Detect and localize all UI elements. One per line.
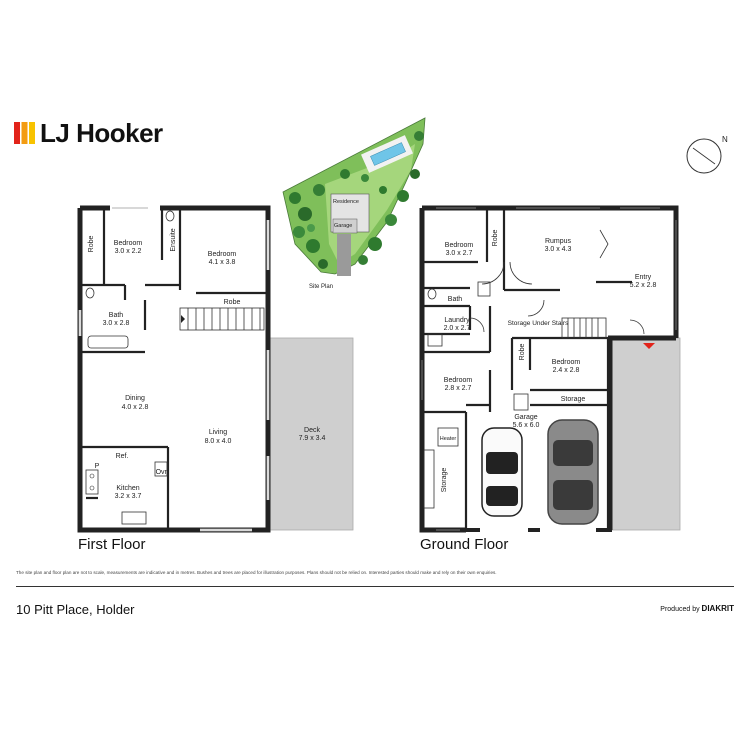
- compass-north-label: N: [722, 135, 728, 144]
- gf-rumpus-size: 3.0 x 4.3: [545, 246, 572, 253]
- produced-by-prefix: Produced by: [660, 606, 700, 613]
- gf-bath-label: Bath: [448, 296, 463, 303]
- brand-name: LJ Hooker: [40, 118, 163, 148]
- site-plan-caption: Site Plan: [309, 284, 333, 290]
- gf-storage-1-label: Storage: [561, 396, 586, 403]
- ff-robe-1-label: Robe: [88, 236, 95, 253]
- ground-floor-title: Ground Floor: [420, 536, 509, 553]
- disclaimer-text: The site plan and floor plan are not to …: [16, 570, 497, 575]
- gf-garage-size: 5.6 x 6.0: [513, 422, 540, 429]
- site-plan-garage-label: Garage: [334, 223, 352, 229]
- ff-bath-label: Bath: [109, 312, 124, 319]
- footer-divider: [16, 586, 734, 587]
- gf-robe-1-label: Robe: [492, 230, 499, 247]
- ff-oven-label: Ovn: [156, 469, 169, 476]
- gf-bedroom-1-label: Bedroom: [445, 242, 474, 249]
- gf-bedroom-3-size: 2.8 x 2.7: [445, 385, 472, 392]
- ff-deck-size: 7.9 x 3.4: [299, 435, 326, 442]
- garage-car-large-icon: [547, 419, 599, 525]
- ff-pantry-label: P: [95, 463, 100, 470]
- gf-bedroom-2-size: 2.4 x 2.8: [553, 367, 580, 374]
- gf-entry-size: 5.2 x 2.8: [630, 282, 657, 289]
- site-plan: Residence Garage Site Plan: [282, 117, 426, 290]
- property-address: 10 Pitt Place, Holder: [16, 602, 135, 617]
- ff-living-label: Living: [209, 429, 227, 436]
- gf-storage-under-stairs-label: Storage Under Stairs: [508, 320, 569, 327]
- first-floor-title: First Floor: [78, 536, 146, 553]
- ff-bedroom-2-label: Bedroom: [208, 251, 237, 258]
- gf-robe-2-label: Robe: [519, 344, 526, 361]
- gf-rumpus-label: Rumpus: [545, 238, 572, 245]
- gf-storage-2-label: Storage: [441, 468, 448, 493]
- ff-robe-2-label: Robe: [224, 299, 241, 306]
- ff-bedroom-1-label: Bedroom: [114, 240, 143, 247]
- ff-kitchen-size: 3.2 x 3.7: [115, 493, 142, 500]
- entry-marker-icon: [643, 343, 655, 349]
- gf-bedroom-3-label: Bedroom: [444, 377, 473, 384]
- lj-hooker-logo-icon: [14, 122, 35, 144]
- garage-car-small-icon: [481, 427, 523, 517]
- produced-by-company: DIAKRIT: [701, 604, 734, 613]
- gf-garage-label: Garage: [514, 414, 537, 421]
- gf-laundry-size: 2.0 x 2.7: [444, 325, 471, 332]
- gf-bedroom-2-label: Bedroom: [552, 359, 581, 366]
- gf-entry-label: Entry: [635, 274, 652, 281]
- ff-bedroom-1-size: 3.0 x 2.2: [115, 248, 142, 255]
- ff-deck-label: Deck: [304, 427, 320, 434]
- ff-dining-size: 4.0 x 2.8: [122, 404, 149, 411]
- ff-dining-label: Dining: [125, 395, 145, 402]
- north-compass-icon: N: [686, 135, 728, 174]
- ff-ensuite-label: Ensuite: [170, 228, 177, 251]
- gf-laundry-label: Laundry: [444, 317, 470, 324]
- ff-kitchen-label: Kitchen: [116, 485, 139, 492]
- ff-ref-label: Ref.: [116, 453, 129, 460]
- gf-heater-label: Heater: [440, 436, 457, 442]
- produced-by: Produced by DIAKRIT: [660, 604, 734, 613]
- ff-bath-size: 3.0 x 2.8: [103, 320, 130, 327]
- ff-living-size: 8.0 x 4.0: [205, 438, 232, 445]
- site-plan-residence-label: Residence: [333, 199, 359, 205]
- gf-bedroom-1-size: 3.0 x 2.7: [446, 250, 473, 257]
- ff-bedroom-2-size: 4.1 x 3.8: [209, 259, 236, 266]
